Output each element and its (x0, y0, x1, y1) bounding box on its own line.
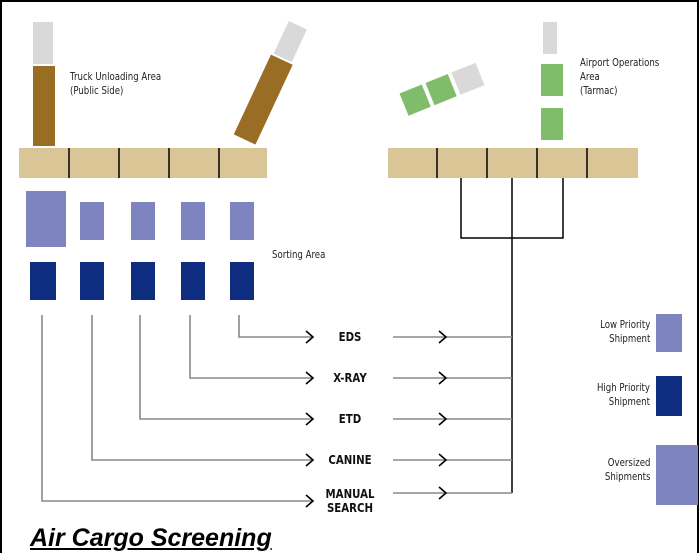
truck-vertical (33, 22, 55, 146)
sorting-area-label: Sorting Area (272, 248, 326, 261)
method-xray: X-RAY (333, 371, 367, 385)
high-priority-shipment (181, 262, 205, 300)
legend-high-priority-label: High Priority Shipment (597, 381, 650, 408)
low-priority-shipment (80, 202, 104, 240)
collector-bracket (460, 178, 564, 493)
high-priority-shipment (30, 262, 56, 300)
low-priority-shipment (131, 202, 155, 240)
routing-lines (41, 315, 312, 502)
high-priority-shipment (80, 262, 104, 300)
legend-low-priority-swatch (656, 314, 682, 352)
sorting-high-priority-row (30, 262, 254, 300)
tarmac-containers-vertical (541, 22, 563, 140)
high-priority-shipment (230, 262, 254, 300)
method-eds: EDS (338, 330, 362, 344)
method-output-lines (393, 336, 512, 494)
routing-arrowheads (305, 330, 315, 508)
sorting-low-priority-row (26, 191, 254, 247)
method-etd: ETD (338, 412, 362, 426)
truck-unloading-area-label: Truck Unloading Area (Public Side) (70, 70, 162, 97)
legend-low-priority-label: Low Priority Shipment (599, 318, 650, 345)
low-priority-shipment (230, 202, 254, 240)
conveyor-belt-right (388, 148, 638, 178)
low-priority-shipment (181, 202, 205, 240)
legend-oversized-label: Oversized Shipments (604, 456, 650, 483)
method-canine: CANINE (328, 453, 372, 467)
tarmac-containers-tilted (399, 62, 485, 116)
oversized-shipment (26, 191, 66, 247)
method-output-arrowheads (438, 330, 448, 500)
truck-tilted (233, 21, 307, 145)
legend-high-priority-swatch (656, 376, 682, 416)
method-manual-search: MANUAL SEARCH (325, 487, 375, 515)
airport-operations-area-label: Airport Operations Area (Tarmac) (580, 56, 660, 97)
caption-title: Air Cargo Screening (30, 524, 272, 552)
conveyor-belt-left (19, 148, 267, 178)
legend-oversized-swatch (656, 445, 698, 505)
high-priority-shipment (131, 262, 155, 300)
